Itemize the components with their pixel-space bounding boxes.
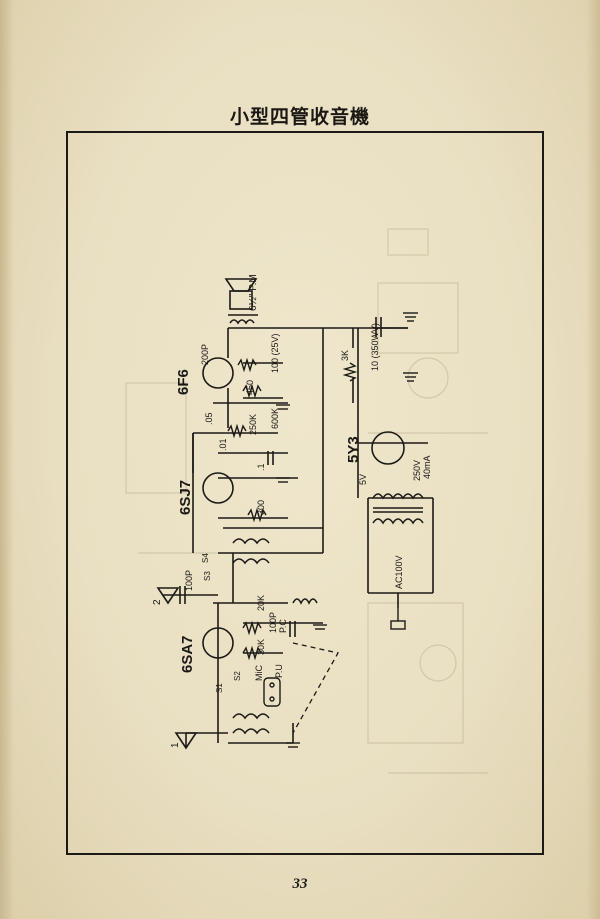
right-page-edge [586,0,600,919]
label-s3: S3 [203,571,212,581]
resistors [227,357,358,661]
gang-tuning-link [292,642,339,734]
schematic-frame: 6½" P.M 200P 100 (25V) 450 600K .05 250K… [66,131,544,855]
label-01: .01 [218,438,228,451]
tube-label-5y3: 5Y3 [345,436,362,463]
label-05: .05 [204,412,214,425]
tube-5y3-symbol [371,431,405,465]
label-250v: 250V [412,460,422,481]
mic-pickup-jack [263,677,281,707]
vacuum-tubes [202,357,405,659]
label-450: 450 [245,380,255,395]
circuit-wiring [163,327,434,748]
page-number: 33 [292,876,308,892]
label-20k: 20K [256,595,266,611]
tube-6sa7-symbol [202,627,234,659]
label-600k: 600K [270,408,280,429]
label-300: 300 [256,500,266,515]
left-page-edge [0,0,14,919]
coils-and-transformers [232,493,424,735]
label-10-350wv: 10 (350WV) [370,323,380,371]
label-250k: 250K [248,414,258,435]
label-mic: MiC [254,665,264,681]
tube-label-6sj7: 6SJ7 [177,480,194,515]
tube-6f6-symbol [202,357,234,389]
label-pu: P.U [274,664,284,678]
schematic-diagram: 6½" P.M 200P 100 (25V) 450 600K .05 250K… [125,228,488,774]
label-ac100v: AC100V [394,555,404,589]
label-100p-pc: 100P [268,612,278,633]
label-s1: S1 [215,683,224,693]
label-5v: 5V [358,474,368,485]
page-title: 小型四管收音機 [229,107,370,128]
label-30k: 30K [256,639,266,655]
tube-label-6f6: 6F6 [175,369,192,395]
label-antenna-1: 1 [170,742,181,748]
label-s2: S2 [233,671,242,681]
label-200p: 200P [200,344,210,365]
antenna-symbols [156,587,198,750]
ac-plug-symbol [390,608,406,630]
label-3k: 3K [340,350,350,361]
label-s4: S4 [201,553,210,563]
tube-label-6sa7: 6SA7 [179,635,196,673]
tube-labels: 6F6 6SJ7 6SA7 5Y3 [175,369,362,673]
label-100p-coupling: 100P [184,570,194,591]
ground-symbols [276,312,418,748]
label-pc: P.C [278,619,288,633]
label-40ma: 40mA [422,455,432,479]
label-1: .1 [256,463,266,471]
label-speaker: 6½" P.M [248,274,259,311]
capacitors [179,317,382,637]
label-100-25v: 100 (25V) [270,333,280,373]
bleed-through-ghost [125,228,488,774]
speaker-symbol [224,278,258,325]
label-antenna-2: 2 [152,599,163,605]
tube-6sj7-symbol [202,472,234,504]
diagram-labels: 6½" P.M 200P 100 (25V) 450 600K .05 250K… [152,274,432,748]
